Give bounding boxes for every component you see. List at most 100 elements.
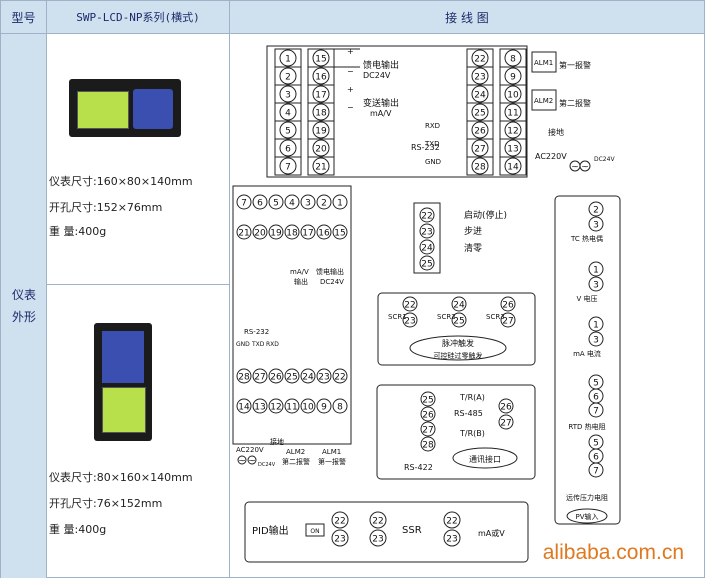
- terminal-number: 19: [270, 229, 282, 239]
- terminal-circle: [332, 398, 348, 414]
- terminal-circle: [420, 406, 436, 422]
- label-text: 馈电输出: [363, 59, 399, 71]
- terminal-number: 10: [507, 91, 519, 101]
- keypad: [133, 89, 173, 129]
- terminal-circle: [268, 368, 284, 384]
- terminal-circle: [588, 276, 604, 292]
- watermark: alibaba.com.cn: [542, 541, 684, 564]
- row-label: 仪表外形: [11, 288, 36, 324]
- terminal-number: 23: [474, 73, 485, 83]
- meter-vertical-image: [94, 323, 152, 441]
- label-text: RS-232: [411, 143, 440, 152]
- meter-v-weight: 重 量:400g: [49, 523, 107, 536]
- terminal-circle: [252, 398, 268, 414]
- terminal-circle: [419, 255, 435, 271]
- terminal-number: 27: [500, 419, 511, 429]
- terminal-circle: [300, 194, 316, 210]
- terminal-circle: [332, 194, 348, 210]
- terminal-number: 6: [593, 393, 599, 403]
- label-text: DC24V: [258, 462, 276, 468]
- terminal-circle: [312, 67, 330, 85]
- terminal-number: 3: [305, 199, 311, 209]
- label-text: 变送输出: [363, 97, 399, 109]
- spec-table: 型号 SWP-LCD-NP系列(横式) 接 线 图 仪表外形 仪表尺寸:160×…: [0, 0, 705, 578]
- terminal-circle: [279, 139, 297, 157]
- terminal-circle: [312, 157, 330, 175]
- label-text: 第二报警: [559, 98, 591, 108]
- label-text: SCR2: [437, 313, 456, 321]
- terminal-number: 23: [372, 535, 383, 545]
- terminal-number: 5: [593, 439, 599, 449]
- label-text: GND: [425, 158, 441, 166]
- terminal-number: 16: [315, 73, 327, 83]
- terminal-circle: [504, 103, 522, 121]
- terminal-circle: [284, 194, 300, 210]
- terminal-circle: [471, 49, 489, 67]
- label-text: ALM2: [286, 448, 305, 456]
- terminal-number: 27: [502, 317, 513, 327]
- row-label-cell: 仪表外形: [1, 34, 47, 578]
- label-text: 第一报警: [318, 457, 346, 466]
- terminal-number: 25: [453, 317, 464, 327]
- terminal-circle: [443, 511, 461, 529]
- terminal-number: 11: [507, 109, 518, 119]
- label-text: TXD: [424, 140, 439, 148]
- label-text: 脉冲触发: [442, 338, 474, 348]
- terminal-circle: [471, 157, 489, 175]
- terminal-number: 23: [334, 535, 345, 545]
- header-wiring-text: 接 线 图: [445, 10, 489, 25]
- label-text: V 电压: [576, 294, 597, 303]
- terminal-number: 26: [422, 411, 434, 421]
- terminal-number: 3: [593, 281, 599, 291]
- label-text: 远传压力电阻: [566, 493, 608, 502]
- terminal-circle: [369, 511, 387, 529]
- terminal-number: 27: [474, 145, 485, 155]
- meter-horizontal-image: [69, 79, 181, 137]
- label-text: 清零: [464, 242, 482, 254]
- label-text: mA/V: [290, 268, 309, 276]
- terminal-circle: [252, 368, 268, 384]
- terminal-circle: [504, 49, 522, 67]
- label-text: TC 热电偶: [570, 234, 603, 243]
- terminal-circle: [279, 157, 297, 175]
- terminal-circle: [420, 436, 436, 452]
- terminal-circle: [451, 312, 467, 328]
- label-text: DC24V: [363, 71, 391, 80]
- terminal-number: 22: [404, 301, 415, 311]
- terminal-circle: [500, 312, 516, 328]
- label-text: ALM1: [322, 448, 341, 456]
- terminal-number: 9: [510, 73, 516, 83]
- terminal-number: 24: [474, 91, 486, 101]
- label-text: 馈电输出: [316, 267, 344, 276]
- label-text: mA/V: [370, 109, 392, 118]
- terminal-circle: [402, 296, 418, 312]
- pulse-ellipse: [409, 335, 507, 361]
- label-text: mA或V: [478, 528, 505, 538]
- terminal-number: 1: [285, 55, 291, 65]
- terminal-number: 1: [337, 199, 343, 209]
- cell: [307, 156, 335, 176]
- terminal-number: 22: [334, 373, 345, 383]
- terminal-number: 27: [254, 373, 265, 383]
- terminal-number: ~: [581, 163, 589, 173]
- on-switch: [305, 523, 325, 537]
- terminal-circle: [332, 224, 348, 240]
- terminal-circle: [369, 529, 387, 547]
- terminal-circle: [279, 49, 297, 67]
- terminal-circle: [504, 157, 522, 175]
- terminal-number: 18: [286, 229, 298, 239]
- terminal-circle: [588, 462, 604, 478]
- terminal-circle: [312, 121, 330, 139]
- terminal-number: 7: [593, 467, 599, 477]
- cell: [466, 156, 494, 176]
- comm-ellipse: [452, 447, 518, 469]
- terminal-circle: [588, 216, 604, 232]
- label-text: TXD: [251, 341, 265, 348]
- terminal-circle: [252, 194, 268, 210]
- terminal-number: 7: [241, 199, 247, 209]
- terminal-number: 2: [285, 73, 291, 83]
- terminal-circle: [419, 239, 435, 255]
- label-text: ALM2: [534, 97, 553, 105]
- terminal-number: 16: [318, 229, 330, 239]
- terminal-number: 12: [270, 403, 281, 413]
